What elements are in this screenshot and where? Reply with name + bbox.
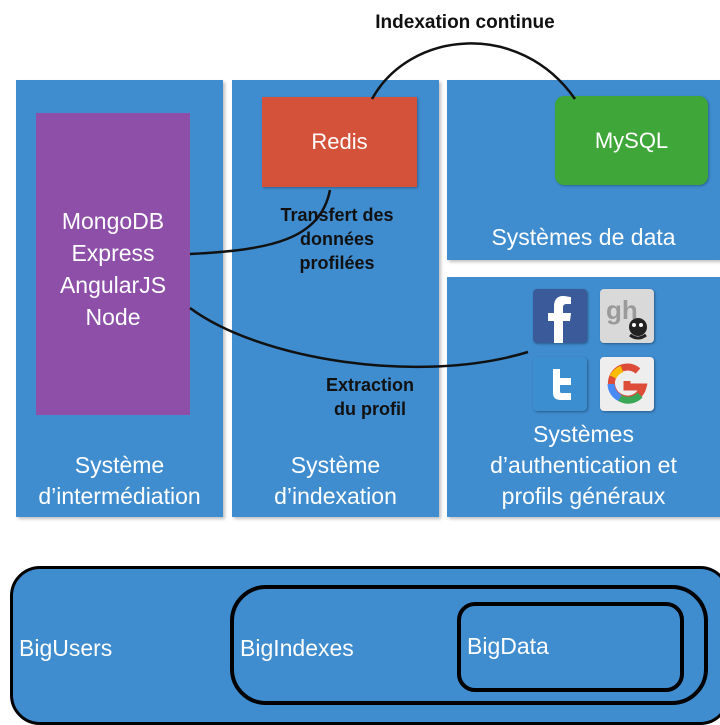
stack-box: MongoDB Express AngularJS Node: [36, 113, 190, 415]
stack-angularjs: AngularJS: [59, 272, 167, 298]
redis-box: Redis: [262, 97, 417, 187]
stack-mongodb: MongoDB: [61, 208, 165, 234]
data-systems-label: Systèmes de data: [491, 224, 676, 250]
indexation-continue-label: Indexation continue: [375, 12, 555, 33]
redis-label: Redis: [311, 129, 368, 154]
bigindexes-set: [230, 585, 708, 705]
bigusers-label: BigUsers: [19, 635, 113, 661]
auth-systems-label: Systèmes d’authentication et profils gén…: [490, 421, 677, 509]
stack-node: Node: [85, 304, 141, 330]
bigdata-label: BigData: [467, 633, 549, 659]
transfer-label: Transfert des données profilées: [280, 205, 394, 273]
mysql-box: MySQL: [555, 96, 708, 185]
intermediation-label: Système d’intermédiation: [38, 452, 201, 509]
stack-express: Express: [71, 240, 155, 266]
facebook-icon: [533, 289, 587, 343]
bigdata-set: [457, 602, 684, 692]
github-icon: gh: [600, 289, 654, 343]
bigusers-set: [10, 566, 720, 725]
mysql-label: MySQL: [594, 127, 669, 153]
twitter-icon: [533, 357, 587, 411]
indexation-label: Système d’indexation: [274, 452, 397, 509]
bigindexes-label: BigIndexes: [240, 635, 354, 661]
google-icon: [600, 357, 654, 411]
extraction-label: Extraction du profil: [325, 375, 415, 419]
